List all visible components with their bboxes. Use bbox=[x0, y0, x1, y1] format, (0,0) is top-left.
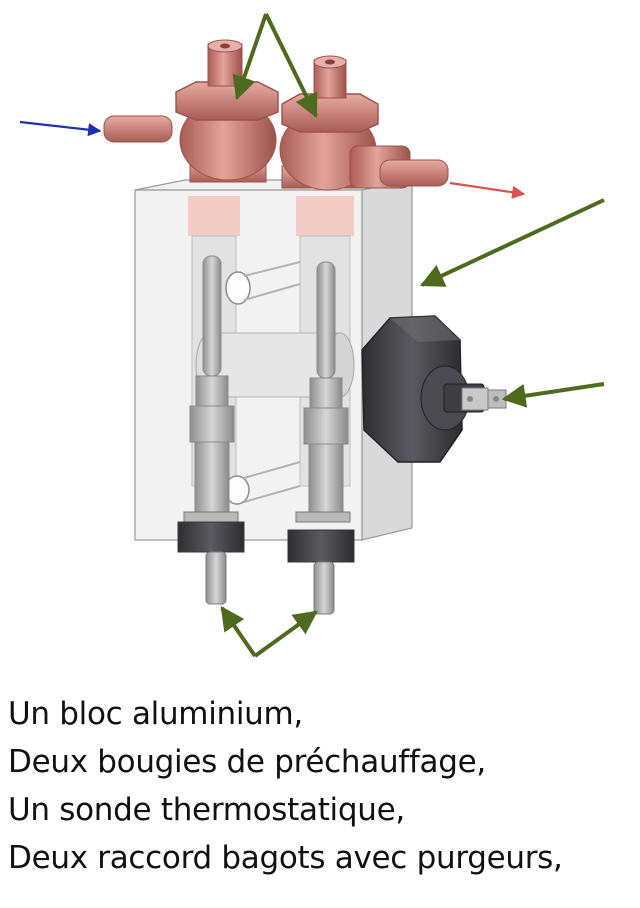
outlet-arrow bbox=[449, 181, 526, 199]
bagot-fitting-right bbox=[279, 55, 449, 191]
component-list: Un bloc aluminium, Deux bougies de préch… bbox=[8, 690, 636, 882]
pointer-arrows bbox=[220, 13, 605, 658]
glow-plug-terminal-left bbox=[177, 511, 245, 605]
component-list-item: Deux raccord bagots avec purgeurs, bbox=[8, 840, 563, 876]
pointer-arrow-plug-left bbox=[220, 606, 257, 658]
component-list-item: Deux bougies de préchauffage, bbox=[8, 744, 486, 780]
pointer-arrow-plug-right bbox=[253, 610, 318, 658]
inlet-arrow bbox=[19, 120, 102, 137]
pointer-arrow-purger-right bbox=[264, 13, 318, 119]
glow-plug-terminal-right bbox=[287, 511, 355, 615]
pointer-arrow-sensor bbox=[501, 382, 605, 408]
thermostatic-sensor bbox=[361, 315, 507, 463]
glow-plug-left bbox=[189, 255, 235, 513]
pointer-arrow-block bbox=[419, 198, 605, 287]
component-list-item: Un bloc aluminium, bbox=[8, 696, 303, 732]
component-list-item: Un sonde thermostatique, bbox=[8, 792, 405, 828]
heater-assembly-diagram bbox=[19, 13, 605, 658]
pointer-arrow-purger-left bbox=[232, 13, 268, 101]
glow-plug-right bbox=[303, 261, 349, 513]
bagot-fitting-left bbox=[103, 39, 279, 183]
